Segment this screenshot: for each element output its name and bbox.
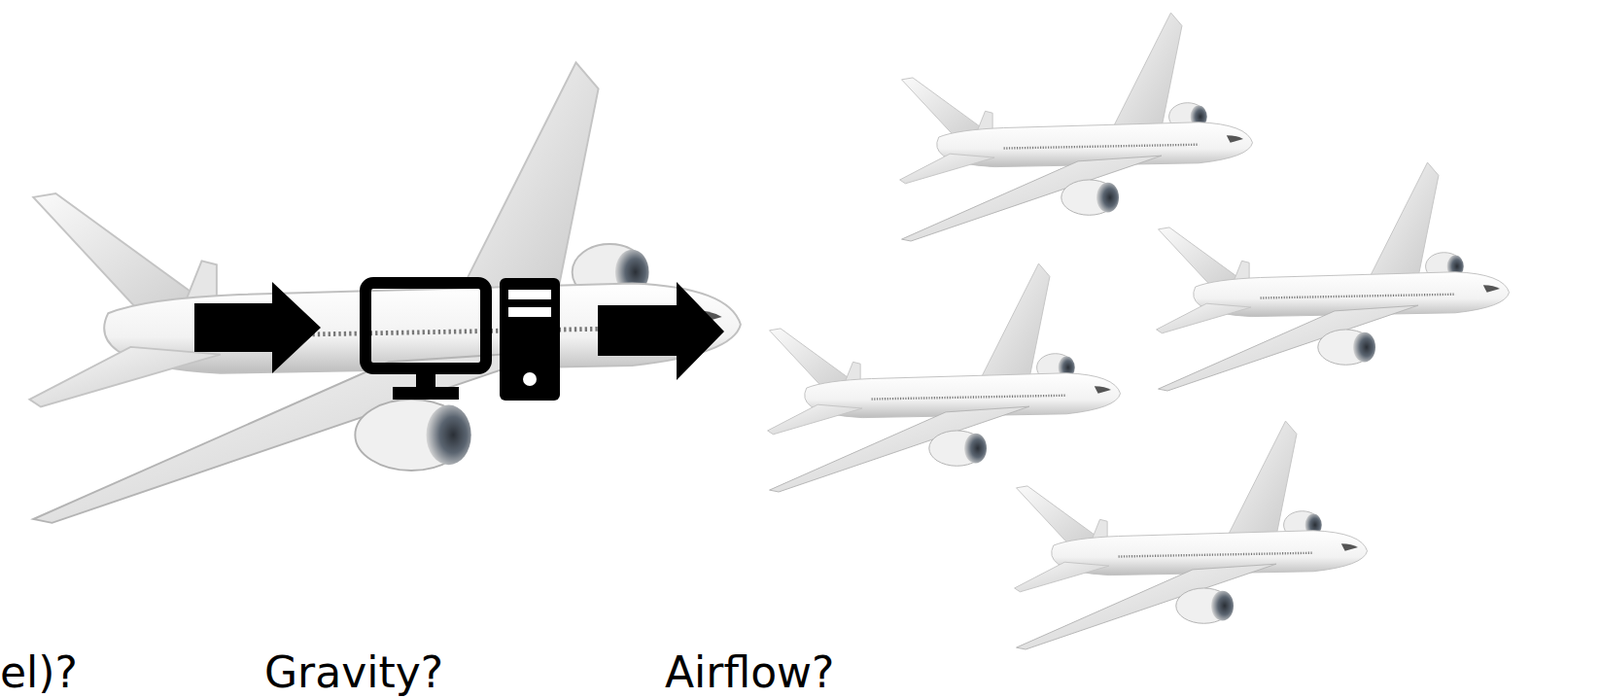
question-label: Airflow?	[664, 651, 835, 695]
airplane	[767, 263, 1121, 492]
question-label: Gravity?	[264, 651, 444, 695]
question-label: el)?	[0, 651, 78, 695]
computer-icon	[365, 278, 560, 401]
airplane	[900, 12, 1253, 242]
airplane	[1014, 420, 1368, 650]
airplane	[1156, 162, 1510, 391]
input-arrow	[194, 281, 321, 374]
large-airplane	[29, 62, 741, 523]
output-arrow	[597, 281, 725, 381]
